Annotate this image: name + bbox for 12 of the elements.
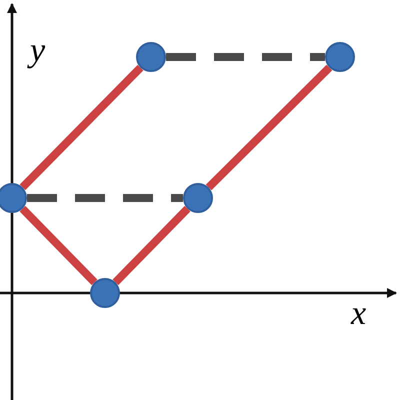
point-dot	[325, 42, 355, 72]
line-segment	[206, 64, 332, 190]
dashed-line	[27, 194, 183, 202]
line-segment	[20, 64, 144, 190]
dashed-line	[166, 53, 325, 61]
line-segment	[112, 206, 190, 286]
point-dot	[136, 42, 166, 72]
point-dot	[90, 278, 120, 308]
point-dot	[183, 183, 213, 213]
line-segment	[20, 206, 98, 286]
point-dot	[0, 183, 27, 213]
axis-label: x	[351, 297, 366, 331]
